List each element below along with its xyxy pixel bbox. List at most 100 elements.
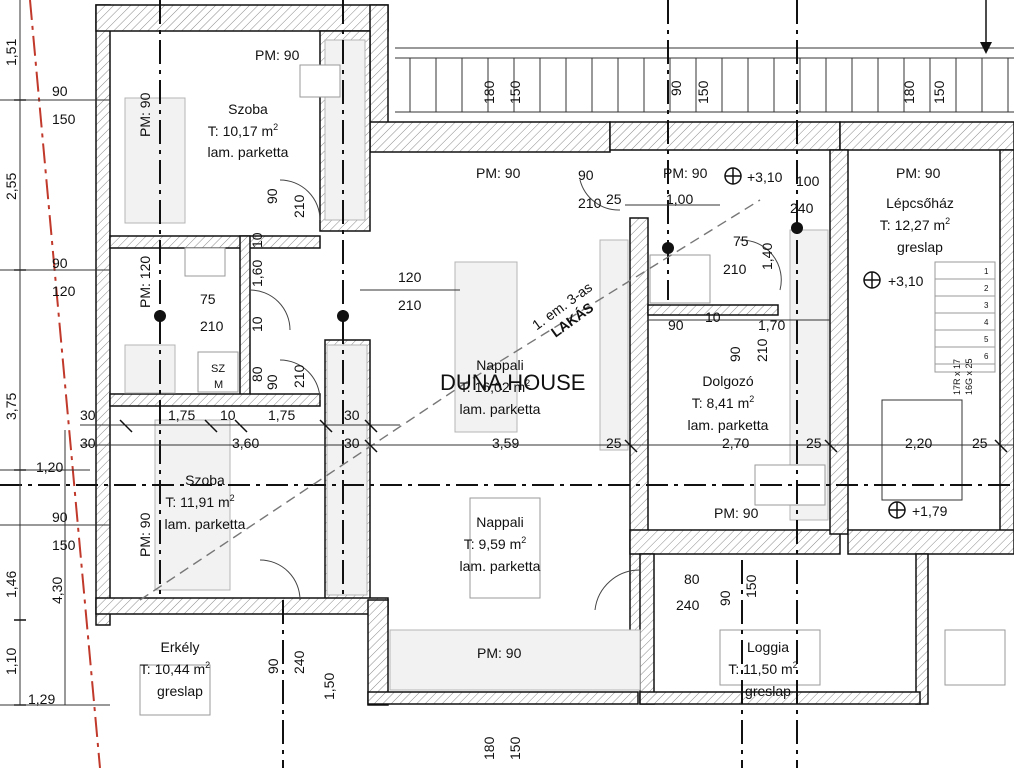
dim-label: 150 (507, 80, 523, 104)
dim-label: 210 (578, 195, 602, 211)
dim-label: 210 (200, 318, 224, 334)
dim-label: 90 (668, 317, 684, 333)
dim-label: 210 (291, 194, 307, 218)
dim-label: 3,59 (492, 435, 519, 451)
desk-chair (299, 64, 341, 98)
dim-label: 180 (901, 80, 917, 104)
room-floor: lam. parketta (688, 417, 769, 433)
dim-label: 2,70 (722, 435, 749, 451)
dim-label: 3,60 (232, 435, 259, 451)
stair-step-number: 2 (984, 284, 989, 293)
dim-label: 30 (80, 435, 96, 451)
room-nappali-dining: Nappali T: 9,59 m2 lam. parketta (460, 514, 541, 574)
dim-label: 180 (481, 80, 497, 104)
room-area: T: 10,17 m2 (208, 122, 278, 139)
dim-label: 1,70 (758, 317, 785, 333)
left-vertical-dims: 1,51 2,55 3,75 1,46 4,30 1,10 (3, 39, 65, 675)
washbasin (184, 247, 226, 277)
dim-label: 1,00 (666, 191, 693, 207)
dim-label: 1,29 (28, 691, 55, 707)
dim-label: 90 (265, 658, 281, 674)
dim-label: 2,20 (905, 435, 932, 451)
level-label: +3,10 (888, 273, 924, 289)
dim-label: 1,46 (3, 571, 19, 598)
arrow-marker (980, 0, 992, 54)
stair-note: 17R x 17 (952, 359, 962, 395)
dim-label: 120 (398, 269, 422, 285)
pm-label: PM: 90 (663, 165, 708, 181)
pm-label: PM: 90 (137, 92, 153, 137)
interior-dims-left: 90 210 10 1,60 10 75 210 80 90 210 120 2… (200, 188, 422, 390)
dim-label: 30 (80, 407, 96, 423)
pm-label: PM: 90 (896, 165, 941, 181)
dim-label: 80 (684, 571, 700, 587)
lower-dims: 80 240 90 150 90 240 1,50 180 150 (265, 571, 759, 760)
room-erkely: Erkély T: 10,44 m2 greslap (140, 639, 210, 699)
apartment-outline (139, 199, 761, 601)
shower (124, 344, 176, 394)
tv-unit (599, 239, 629, 451)
room-floor: lam. parketta (208, 144, 289, 160)
dim-label: 150 (743, 574, 759, 598)
right-table (944, 629, 1006, 686)
sofa (454, 261, 518, 433)
dim-label: 180 (481, 736, 497, 760)
dim-label: 150 (52, 537, 76, 553)
room-name: Loggia (747, 639, 789, 655)
stair-step-number: 4 (984, 318, 989, 327)
sz-label: SZ (211, 363, 225, 375)
level-label: +3,10 (747, 169, 783, 185)
room-nappali-main: Nappali T: 16,02 m2 lam. parketta (460, 357, 541, 417)
dim-label: 90 (264, 188, 280, 204)
dim-label: 1,50 (321, 673, 337, 700)
dim-label: 100 (796, 173, 820, 189)
washing-machine (197, 351, 239, 393)
dim-label: 90 (52, 83, 68, 99)
room-floor: greslap (745, 683, 791, 699)
room-area: T: 10,44 m2 (140, 660, 210, 677)
dim-label: 25 (806, 435, 822, 451)
apartment-label: 1. em. 3-as LAKÁS (529, 279, 596, 340)
dim-label: 4,30 (49, 577, 65, 604)
stair-note: 16G x 25 (964, 358, 974, 395)
dim-label: 3,75 (3, 393, 19, 420)
dim-label: 1,40 (759, 243, 775, 270)
kitchen-counter (389, 629, 641, 691)
dim-label: 240 (676, 597, 700, 613)
room-floor: greslap (897, 239, 943, 255)
dim-label: 10 (249, 316, 265, 332)
dim-label: 210 (398, 297, 422, 313)
pm-label: PM: 90 (476, 165, 521, 181)
room-name: Lépcsőház (886, 195, 954, 211)
pm-label: PM: 90 (137, 512, 153, 557)
room-area: T: 16,02 m2 (460, 378, 530, 395)
dim-label: 90 (717, 590, 733, 606)
dim-label: 210 (754, 338, 770, 362)
dim-label: 30 (344, 407, 360, 423)
dim-label: 150 (52, 111, 76, 127)
stair-step-number: 6 (984, 352, 989, 361)
room-floor: lam. parketta (460, 558, 541, 574)
dim-label: 210 (723, 261, 747, 277)
dim-label: 1,20 (36, 459, 63, 475)
pm-label: PM: 120 (137, 256, 153, 308)
interior-dims-right: 90 210 25 1,00 100 240 75 210 1,40 90 10… (578, 167, 820, 362)
dining-table (469, 497, 541, 599)
dim-label: 25 (972, 435, 988, 451)
dim-label: 30 (344, 435, 360, 451)
left-dimension-lines (0, 0, 110, 706)
doors (249, 179, 782, 611)
pm-label: PM: 90 (714, 505, 759, 521)
room-name: Erkély (161, 639, 200, 655)
level-label: +1,79 (912, 503, 948, 519)
dim-label: 90 (668, 80, 684, 96)
dim-label: 90 (578, 167, 594, 183)
loggia-table (719, 629, 821, 686)
dim-label: 90 (52, 255, 68, 271)
room-area: T: 9,59 m2 (464, 535, 527, 552)
stairs (881, 261, 996, 501)
walls (95, 4, 1014, 706)
room-name: Szoba (228, 101, 268, 117)
room-name: Dolgozó (702, 373, 754, 389)
room-floor: lam. parketta (460, 401, 541, 417)
